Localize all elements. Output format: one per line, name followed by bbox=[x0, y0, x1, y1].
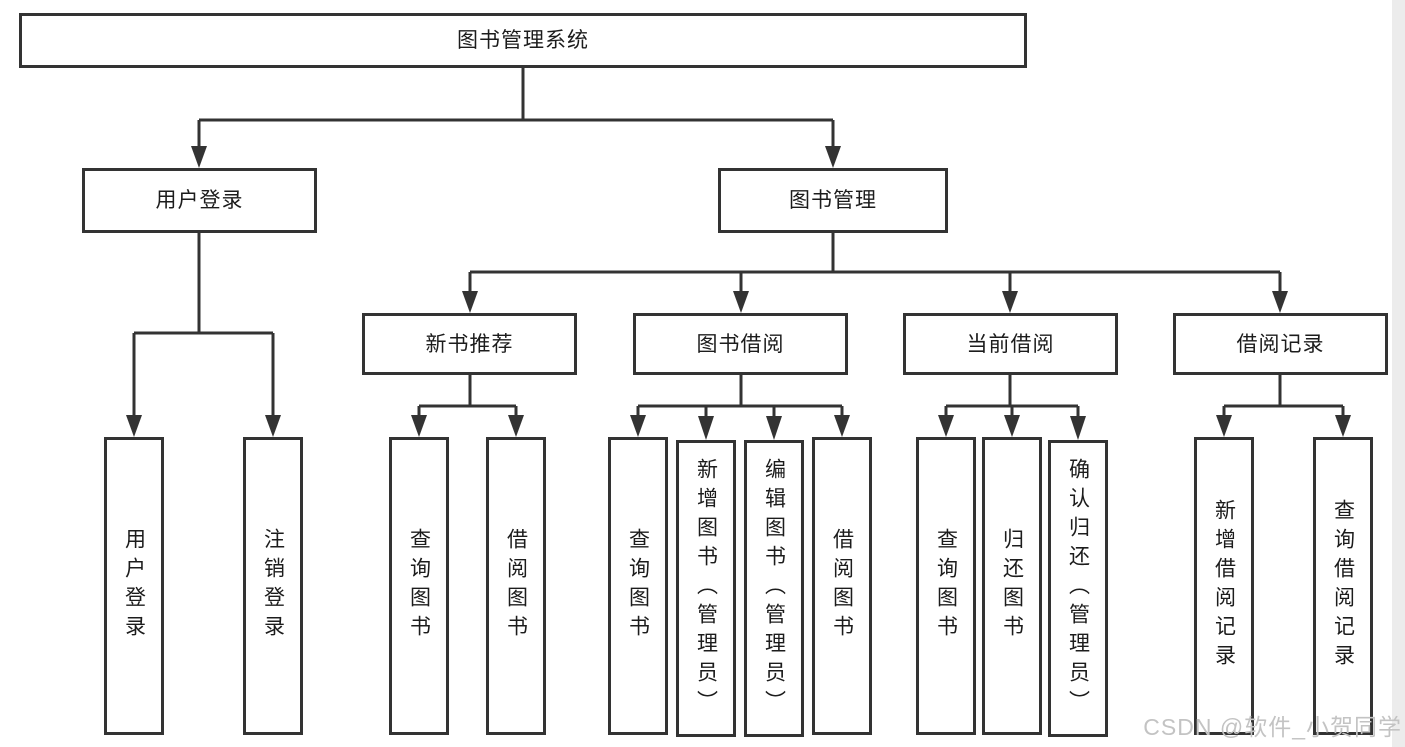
leaf-return-books: 归还图书 bbox=[982, 437, 1042, 735]
leaf-query-borrow-record: 查询借阅记录 bbox=[1313, 437, 1373, 735]
leaf-edit-books-admin: 编辑图书（管理员） bbox=[744, 440, 804, 737]
leaf-borrow-books: 借阅图书 bbox=[812, 437, 872, 735]
node-book-management: 图书管理 bbox=[718, 168, 948, 233]
arrow-book-mgmt bbox=[825, 146, 841, 168]
leaf-query-books-borrow: 查询图书 bbox=[608, 437, 668, 735]
leaf-add-borrow-record: 新增借阅记录 bbox=[1194, 437, 1254, 735]
arrow-login-leaf bbox=[126, 415, 142, 437]
leaf-add-books-admin: 新增图书（管理员） bbox=[676, 440, 736, 737]
connector-book-borrow bbox=[636, 375, 844, 417]
leaf-query-books-current: 查询图书 bbox=[916, 437, 976, 735]
connector-book-mgmt bbox=[468, 233, 1282, 293]
arrow-new-book bbox=[462, 291, 478, 313]
leaf-logout: 注销登录 bbox=[243, 437, 303, 735]
node-new-book-recommend: 新书推荐 bbox=[362, 313, 577, 375]
page-edge-strip bbox=[1392, 0, 1405, 747]
node-current-borrowing: 当前借阅 bbox=[903, 313, 1118, 375]
node-library-system-root: 图书管理系统 bbox=[19, 13, 1027, 68]
arrow-user-login bbox=[191, 146, 207, 168]
leaf-borrow-books-recommend: 借阅图书 bbox=[486, 437, 546, 735]
node-book-borrowing: 图书借阅 bbox=[633, 313, 848, 375]
arrow-book-borrow bbox=[733, 291, 749, 313]
node-borrowing-records: 借阅记录 bbox=[1173, 313, 1388, 375]
leaf-query-books-recommend: 查询图书 bbox=[389, 437, 449, 735]
connector-current-borrow bbox=[944, 375, 1080, 417]
leaf-confirm-return-admin: 确认归还（管理员） bbox=[1048, 440, 1108, 737]
connector-new-book bbox=[417, 375, 518, 417]
connector-root bbox=[197, 66, 835, 148]
arrow-current-borrow bbox=[1002, 291, 1018, 313]
csdn-watermark: CSDN @软件_小贺同学 bbox=[1143, 714, 1402, 740]
arrow-logout-leaf bbox=[265, 415, 281, 437]
connector-user-login bbox=[132, 233, 275, 417]
connector-borrow-record bbox=[1222, 375, 1345, 417]
leaf-user-login: 用户登录 bbox=[104, 437, 164, 735]
node-user-login: 用户登录 bbox=[82, 168, 317, 233]
arrow-borrow-record bbox=[1272, 291, 1288, 313]
